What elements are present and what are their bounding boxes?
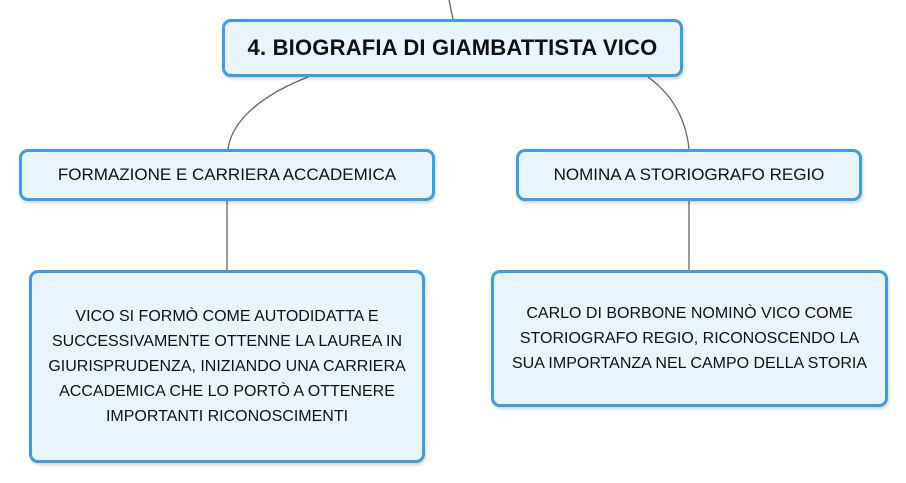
connector-parent-to-root (448, 0, 454, 20)
detail-text-formazione: VICO SI FORMÒ COME AUTODIDATTA E SUCCESS… (48, 308, 406, 425)
topic-node-nomina[interactable]: NOMINA A STORIOGRAFO REGIO (516, 149, 862, 201)
detail-node-nomina[interactable]: CARLO DI BORBONE NOMINÒ VICO COME STORIO… (491, 270, 888, 407)
connector-root-to-nomina (647, 76, 690, 150)
root-topic-label: 4. BIOGRAFIA DI GIAMBATTISTA VICO (247, 35, 658, 60)
topic-label-formazione: FORMAZIONE E CARRIERA ACCADEMICA (57, 165, 397, 184)
detail-node-formazione[interactable]: VICO SI FORMÒ COME AUTODIDATTA E SUCCESS… (29, 270, 425, 463)
root-topic-node[interactable]: 4. BIOGRAFIA DI GIAMBATTISTA VICO (222, 19, 683, 77)
detail-text-nomina: CARLO DI BORBONE NOMINÒ VICO COME STORIO… (511, 305, 868, 372)
topic-label-nomina: NOMINA A STORIOGRAFO REGIO (553, 165, 825, 184)
connector-root-to-formazione (227, 76, 309, 150)
topic-node-formazione[interactable]: FORMAZIONE E CARRIERA ACCADEMICA (19, 149, 435, 201)
